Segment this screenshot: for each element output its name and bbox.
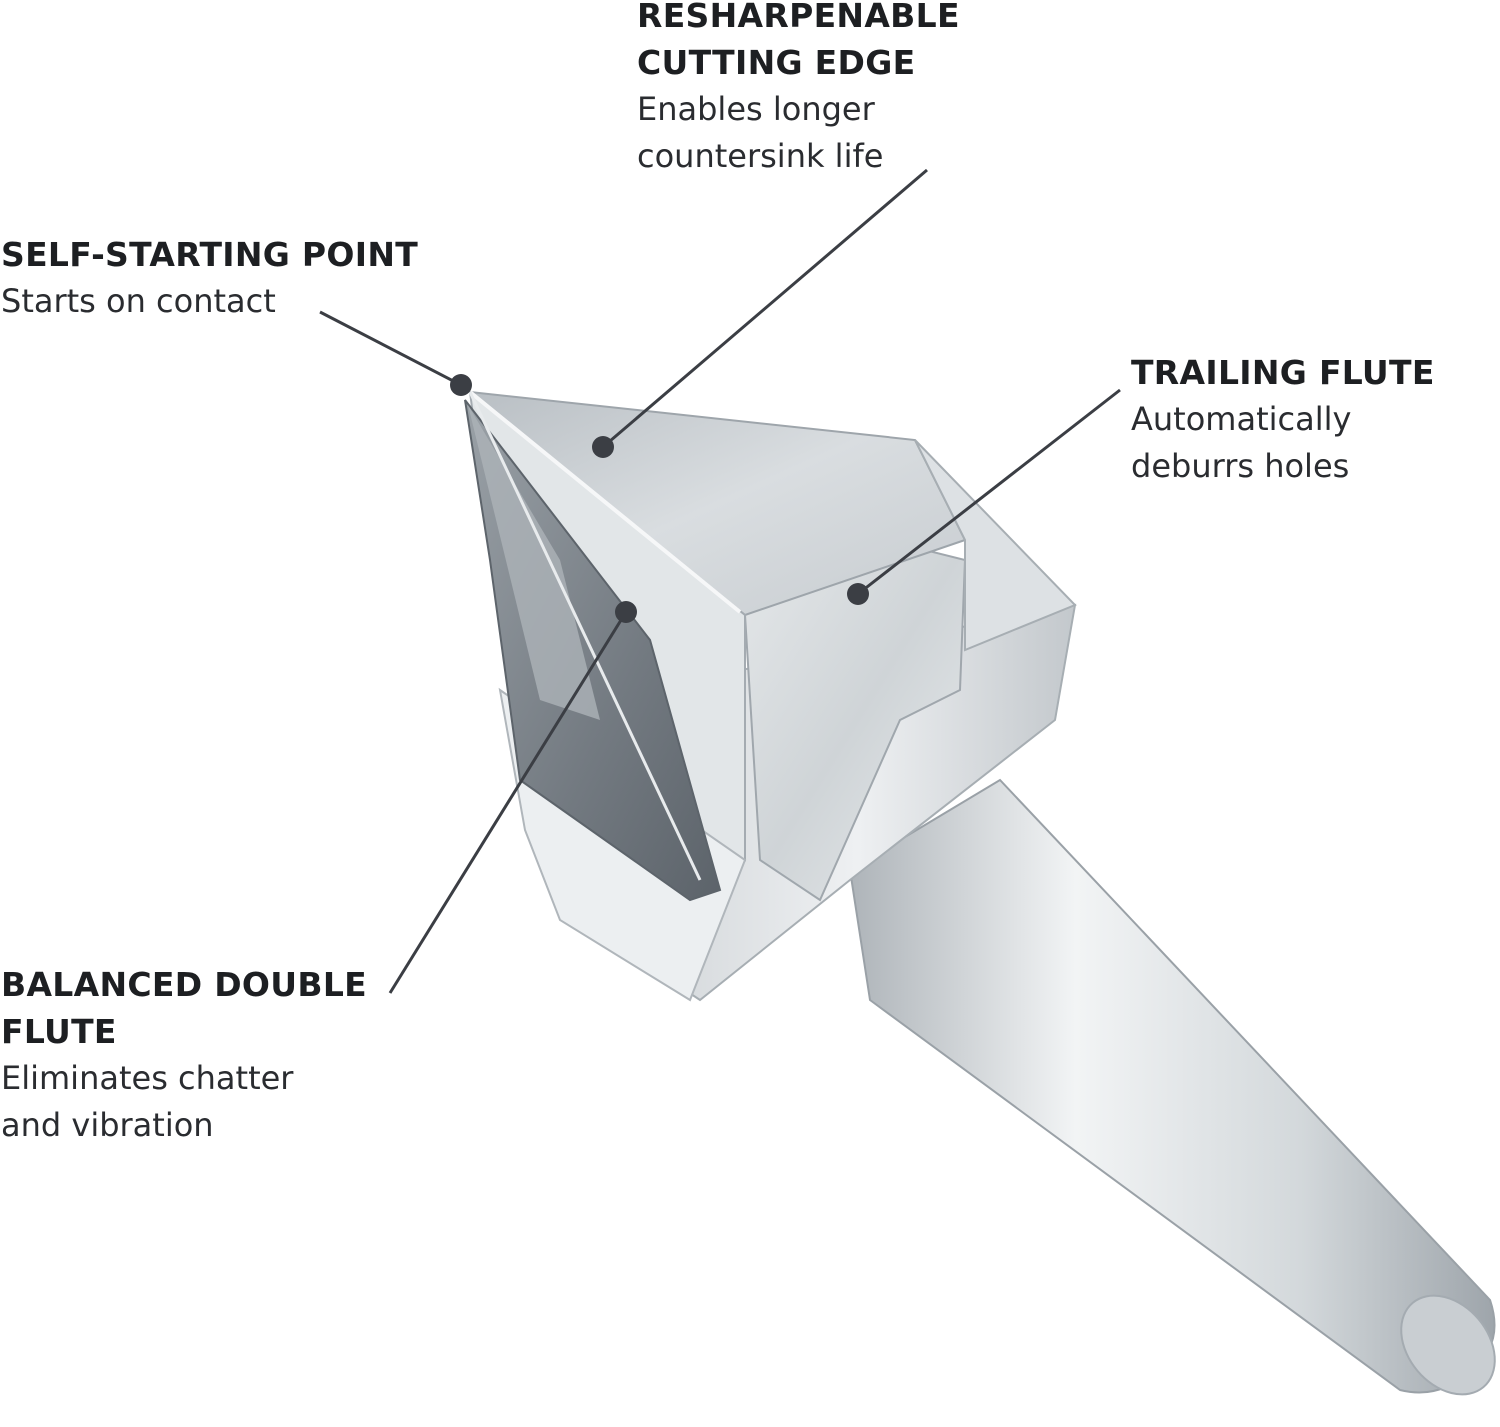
leader-dot-resharpenable (592, 436, 614, 458)
callout-description: Automatically (1131, 400, 1352, 438)
leader-dot-balanced-flute (615, 601, 637, 623)
leader-dot-self-starting (450, 374, 472, 396)
callout-self-starting-point: SELF-STARTING POINT Starts on contact (1, 231, 461, 325)
callout-description: and vibration (1, 1106, 214, 1144)
shank (848, 778, 1496, 1396)
leader-line-self-starting (319, 310, 462, 387)
callout-title: RESHARPENABLE (637, 0, 960, 35)
callout-resharpenable-cutting-edge: RESHARPENABLE CUTTING EDGE Enables longe… (637, 0, 1057, 180)
callout-title: CUTTING EDGE (637, 43, 916, 82)
leader-line-trailing-flute (857, 388, 1121, 596)
callout-title: SELF-STARTING POINT (1, 235, 419, 274)
callout-description: countersink life (637, 137, 884, 175)
callout-title: TRAILING FLUTE (1131, 353, 1435, 392)
leader-line-resharpenable (602, 168, 928, 449)
callout-description: Eliminates chatter (1, 1059, 294, 1097)
leader-lines (319, 168, 1121, 994)
callout-description: deburrs holes (1131, 447, 1350, 485)
callout-description: Enables longer (637, 90, 875, 128)
callout-title: BALANCED DOUBLE (1, 965, 367, 1004)
callout-description: Starts on contact (1, 282, 276, 320)
callout-trailing-flute: TRAILING FLUTE Automatically deburrs hol… (1131, 349, 1491, 490)
leader-dot-trailing-flute (847, 583, 869, 605)
callout-title: FLUTE (1, 1012, 117, 1051)
callout-balanced-double-flute: BALANCED DOUBLE FLUTE Eliminates chatter… (1, 961, 421, 1149)
leader-line-balanced-flute (388, 611, 628, 994)
countersink-head (464, 389, 1077, 1002)
